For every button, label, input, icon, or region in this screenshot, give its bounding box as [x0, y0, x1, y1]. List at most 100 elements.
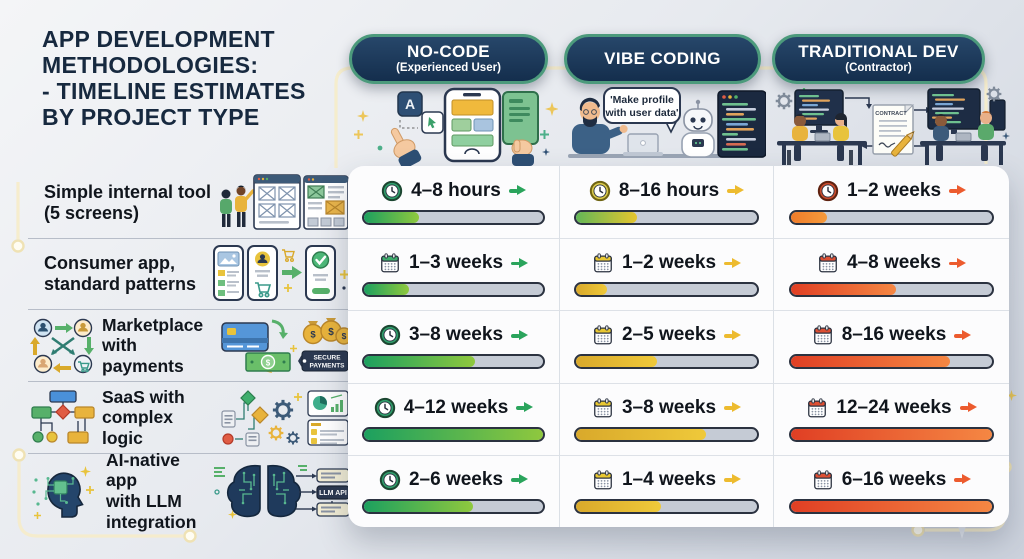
arrow-right-icon: [511, 257, 529, 269]
svg-text:CONTRACT: CONTRACT: [875, 111, 907, 117]
clock-icon: [379, 324, 401, 346]
analytics-card: [307, 389, 349, 417]
progress-bar: [573, 282, 760, 298]
column-header-traditional-dev: TRADITIONAL DEV (Contractor): [772, 34, 985, 84]
cell-marketplace-traditional: 8–16 weeks: [773, 310, 1009, 383]
progress-fill: [575, 428, 707, 440]
gear-icon: [986, 86, 1002, 102]
svg-text:$: $: [310, 329, 316, 340]
column-label: TRADITIONAL DEV: [798, 42, 959, 62]
sparkle-icon: [357, 110, 369, 122]
traditional-dev-illustration: CONTRACT: [775, 86, 1010, 165]
arrow-right-icon: [511, 329, 529, 341]
progress-fill: [791, 356, 950, 368]
clock-icon: [817, 180, 839, 202]
wireframe-illustration: [220, 174, 349, 230]
column-label: NO-CODE: [406, 42, 491, 62]
progress-fill: [575, 500, 662, 512]
progress-bar: [789, 282, 994, 298]
progress-fill: [363, 284, 409, 296]
prompt-box: [316, 468, 350, 483]
time-estimate: 12–24 weeks: [836, 396, 952, 418]
holding-hand-right: [511, 139, 534, 166]
pointing-hand-left: [390, 127, 422, 166]
time-estimate: 3–8 weeks: [621, 396, 717, 418]
time-estimate: 1–2 weeks: [621, 252, 717, 274]
secure-payments-tag: SECURE PAYMENTS: [298, 350, 349, 371]
progress-bar: [789, 498, 994, 514]
arrow-up-icon: [30, 336, 40, 355]
brain-icon: [226, 464, 302, 518]
developer-2: [833, 113, 853, 165]
svg-text:with user data': with user data': [604, 107, 678, 119]
flowchart-icon: [31, 389, 95, 444]
time-estimate: 4–8 weeks: [846, 252, 942, 274]
svg-text:'Make profile: 'Make profile: [610, 94, 674, 106]
progress-bar: [361, 498, 546, 514]
vibe-coding-illustration: 'Make profile with user data': [568, 87, 766, 158]
pencil-icon: [891, 130, 915, 157]
cell-ai-no-code: 2–6 weeks: [348, 454, 559, 527]
progress-fill: [791, 428, 992, 440]
progress-fill: [575, 211, 638, 223]
developer-4: [978, 99, 1006, 161]
time-estimate: 1–2 weeks: [846, 179, 942, 201]
phone-screens-illustration: [213, 245, 349, 301]
calendar-icon: [592, 397, 614, 419]
arrow-right-icon: [724, 257, 742, 269]
speech-bubble: 'Make profile with user data': [603, 87, 681, 134]
progress-fill: [363, 211, 420, 223]
progress-bar: [361, 209, 546, 225]
arrow-down-icon: [84, 336, 94, 355]
svg-text:$: $: [266, 358, 271, 367]
wireframe-window-1: [253, 174, 301, 230]
cell-marketplace-vibe: 2–5 weeks: [559, 310, 773, 383]
arrow-right-icon: [516, 402, 534, 413]
svg-text:PAYMENTS: PAYMENTS: [309, 362, 345, 369]
green-panel: [502, 91, 539, 145]
progress-bar: [573, 498, 760, 514]
row-label: Simple internal tool (5 screens): [44, 181, 212, 223]
cell-saas-traditional: 12–24 weeks: [773, 382, 1009, 455]
banknote-icon: $: [245, 351, 291, 372]
cell-saas-vibe: 3–8 weeks: [559, 382, 773, 455]
cell-ai-vibe: 1–4 weeks: [559, 454, 773, 527]
gear-icon: [775, 92, 793, 110]
timeline-table: 4–8 hours 8–16 hours 1–2 weeks 1–3 weeks…: [348, 166, 1009, 527]
cross-arrows: [51, 336, 75, 355]
row-marketplace: Marketplace with payments $ $: [28, 309, 350, 381]
row-label: Marketplace with payments: [102, 314, 204, 376]
gear-icon: [286, 430, 300, 445]
person: [572, 97, 628, 154]
progress-fill: [791, 284, 896, 296]
arrow-right-icon: [954, 329, 972, 341]
progress-bar: [361, 426, 546, 442]
row-ai-native: AI-native app with LLM integration: [28, 450, 350, 532]
clock-icon: [379, 469, 401, 491]
time-estimate: 8–16 weeks: [841, 324, 947, 346]
time-estimate: 1–3 weeks: [408, 252, 504, 274]
users-exchange-icon: [30, 318, 94, 373]
svg-text:SECURE: SECURE: [313, 354, 341, 361]
progress-bar: [789, 209, 994, 225]
row-label: AI-native app with LLM integration: [106, 449, 197, 532]
laptop: [623, 133, 663, 156]
progress-bar: [573, 209, 760, 225]
cart-icon-small: [282, 249, 295, 262]
project-type-rows: Simple internal tool (5 screens): [28, 168, 350, 532]
calendar-icon: [379, 252, 401, 274]
column-sublabel: (Contractor): [845, 62, 912, 75]
svg-text:A: A: [405, 96, 415, 112]
payments-illustration: $ $ $ $ SECURE PAYMENTS: [221, 317, 350, 373]
time-estimate: 8–16 hours: [618, 179, 720, 201]
cell-ai-traditional: 6–16 weeks: [773, 454, 1009, 527]
people: [220, 185, 255, 227]
page-title: APP DEVELOPMENT METHODOLOGIES: - TIMELIN…: [42, 26, 306, 130]
calendar-icon: [592, 324, 614, 346]
time-estimate: 4–8 hours: [411, 179, 501, 201]
arrow-right-icon: [55, 322, 73, 333]
cell-simple-traditional: 1–2 weeks: [773, 166, 1009, 239]
svg-text:$: $: [328, 326, 334, 337]
row-label: Consumer app, standard patterns: [44, 252, 197, 294]
